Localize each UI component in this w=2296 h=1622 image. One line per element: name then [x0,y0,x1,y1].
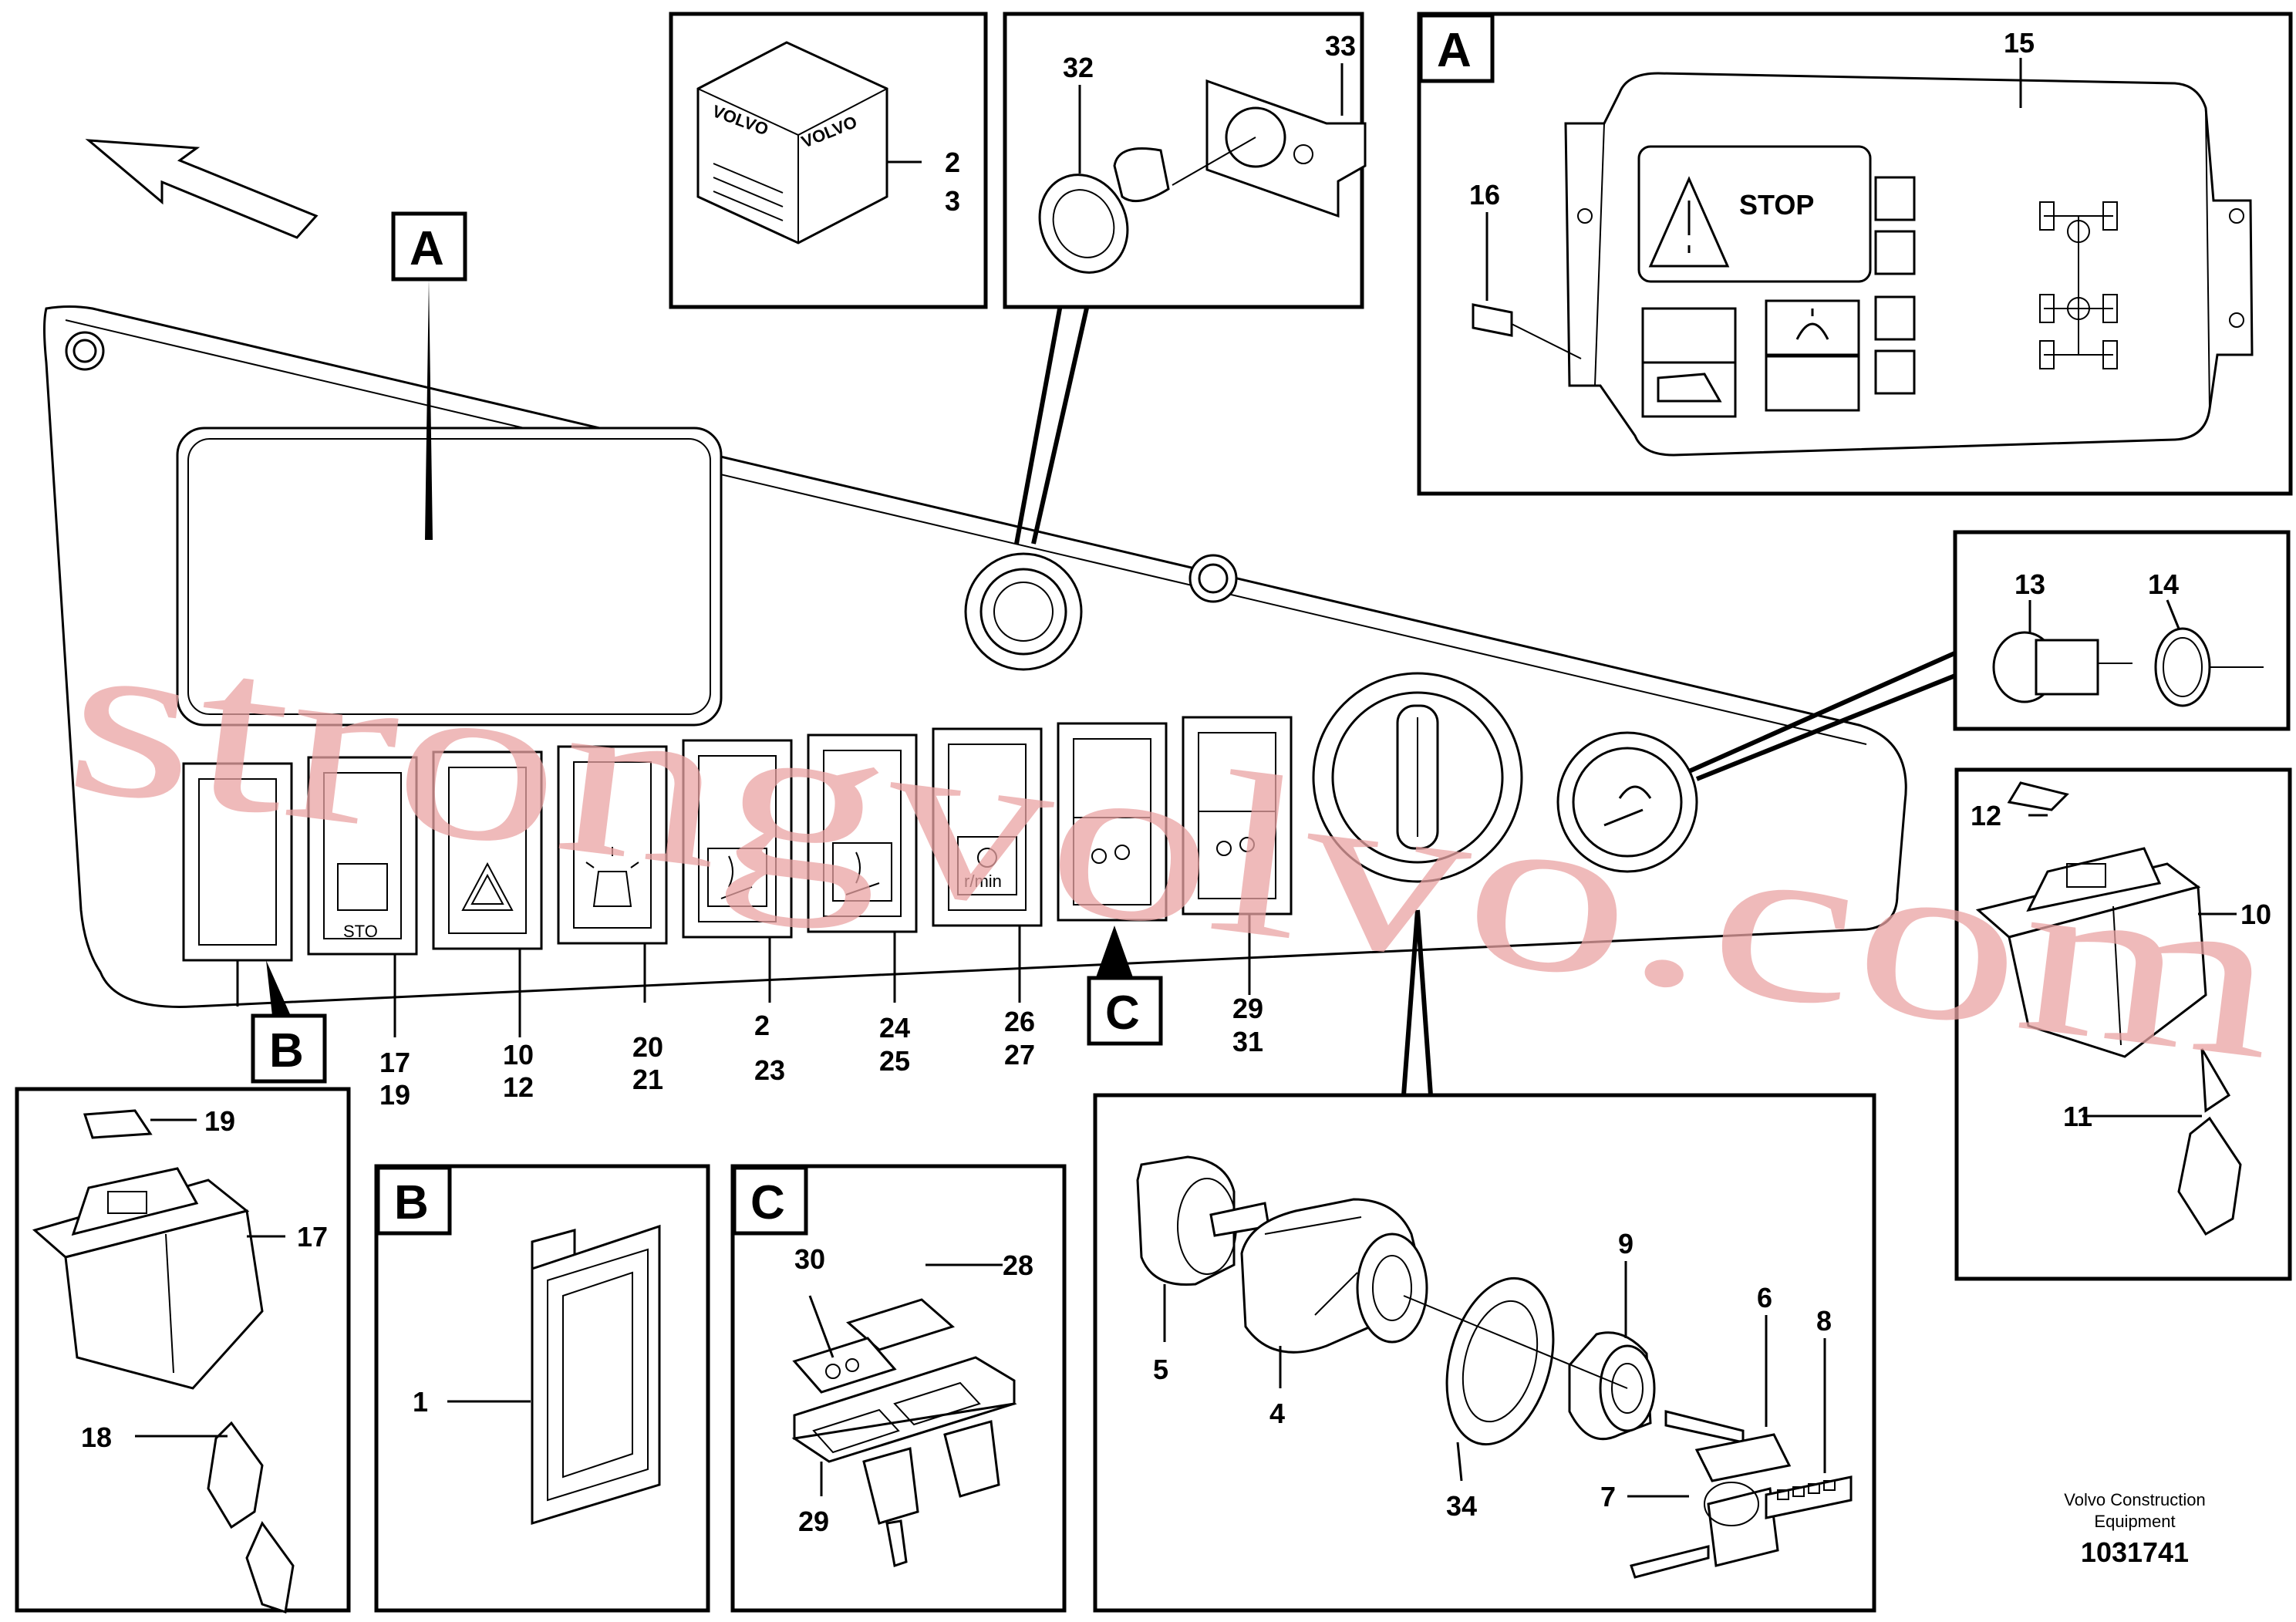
svg-text:19: 19 [379,1079,410,1111]
beacon-icon [585,847,639,907]
svg-text:r/min: r/min [964,872,1002,891]
svg-text:10: 10 [503,1039,534,1071]
panel-callouts: 17 19 10 12 20 21 2 23 24 25 26 27 29 31 [379,993,1263,1111]
svg-text:11: 11 [2063,1101,2092,1132]
svg-text:30: 30 [794,1243,825,1275]
switch-9 [1182,716,1293,916]
svg-text:STO: STO [343,922,378,941]
svg-text:21: 21 [632,1064,663,1095]
double-switch-box: C 28 30 29 [730,1164,1067,1613]
svg-text:1: 1 [413,1386,428,1418]
svg-text:2: 2 [945,147,960,178]
svg-text:6: 6 [1757,1282,1772,1313]
switch-blank-box: B 1 [374,1164,710,1613]
svg-text:13: 13 [2014,568,2045,600]
key-icon [1694,1433,1792,1482]
switch-3 [432,750,543,950]
switch-2: STO [307,756,418,956]
cigarette-lighter-icon [1603,785,1652,827]
switch-4 [557,745,668,945]
seat-belt-icon [1795,309,1829,340]
section-c-marker [1087,976,1163,1046]
svg-text:C: C [750,1176,785,1229]
svg-text:32: 32 [1063,52,1094,83]
svg-text:15: 15 [2004,27,2035,59]
emergency-button-box: 32 33 [1003,12,1367,309]
section-a-marker [391,211,467,282]
svg-text:A: A [1437,24,1472,77]
svg-text:17: 17 [297,1221,328,1253]
door-icon [1657,373,1722,403]
switch-7: r/min [932,727,1043,927]
svg-text:10: 10 [2240,899,2271,930]
ignition-exploded-box: 5 4 34 9 6 8 7 [1093,1093,1876,1613]
svg-text:29: 29 [798,1506,829,1537]
svg-text:27: 27 [1004,1039,1035,1071]
svg-text:31: 31 [1232,1026,1263,1057]
warning-display-box: A STOP 16 15 [1417,12,2293,496]
svg-text:26: 26 [1004,1006,1035,1037]
switch-8 [1057,722,1168,922]
arrow-icon [85,139,319,239]
svg-text:B: B [394,1176,429,1229]
svg-text:12: 12 [503,1071,534,1103]
dashboard-panel: STO r/min [43,305,1907,1008]
svg-text:25: 25 [879,1045,910,1077]
switch-row: STO r/min [182,716,1293,962]
svg-text:19: 19 [204,1105,235,1137]
svg-text:STOP: STOP [1739,189,1814,221]
svg-text:18: 18 [81,1421,112,1453]
footer-code: 1031741 [2081,1536,2189,1568]
svg-text:7: 7 [1600,1481,1616,1512]
svg-text:5: 5 [1153,1354,1168,1385]
footer-company: Volvo Construction [2064,1490,2205,1509]
svg-text:4: 4 [1269,1398,1285,1429]
svg-text:9: 9 [1618,1228,1633,1259]
seat-heater-icon [720,855,753,899]
svg-text:3: 3 [945,185,960,217]
rocker-switch-box-left: 19 17 18 [15,1087,351,1614]
svg-text:16: 16 [1469,179,1500,211]
emergency-stop-button [964,552,1083,671]
svg-text:28: 28 [1003,1249,1033,1281]
svg-text:2: 2 [754,1010,770,1041]
footer-company-2: Equipment [2094,1512,2175,1531]
lighter-box: 13 14 [1953,530,2291,731]
decal-box: VOLVO VOLVO 2 3 [669,12,988,309]
switch-1 [182,762,293,962]
svg-text:12: 12 [1971,800,2001,831]
svg-text:33: 33 [1325,30,1356,62]
switch-5 [682,739,793,939]
switch-6 [807,733,918,933]
rocker-switch-box-right: 12 10 11 [1954,767,2292,1281]
svg-text:34: 34 [1446,1490,1477,1522]
svg-text:17: 17 [379,1047,410,1078]
svg-text:24: 24 [879,1012,910,1044]
section-c-label: C [1105,986,1140,1040]
cigarette-lighter [1556,731,1698,873]
hazard-icon [461,862,514,911]
section-a-label: A [410,222,444,275]
svg-text:14: 14 [2148,568,2179,600]
svg-text:23: 23 [754,1054,785,1086]
svg-text:20: 20 [632,1031,663,1063]
svg-text:29: 29 [1232,993,1263,1024]
axle-icon [2039,201,2118,369]
section-b-label: B [269,1024,304,1077]
ignition-switch [1312,672,1523,883]
svg-text:8: 8 [1816,1305,1832,1337]
